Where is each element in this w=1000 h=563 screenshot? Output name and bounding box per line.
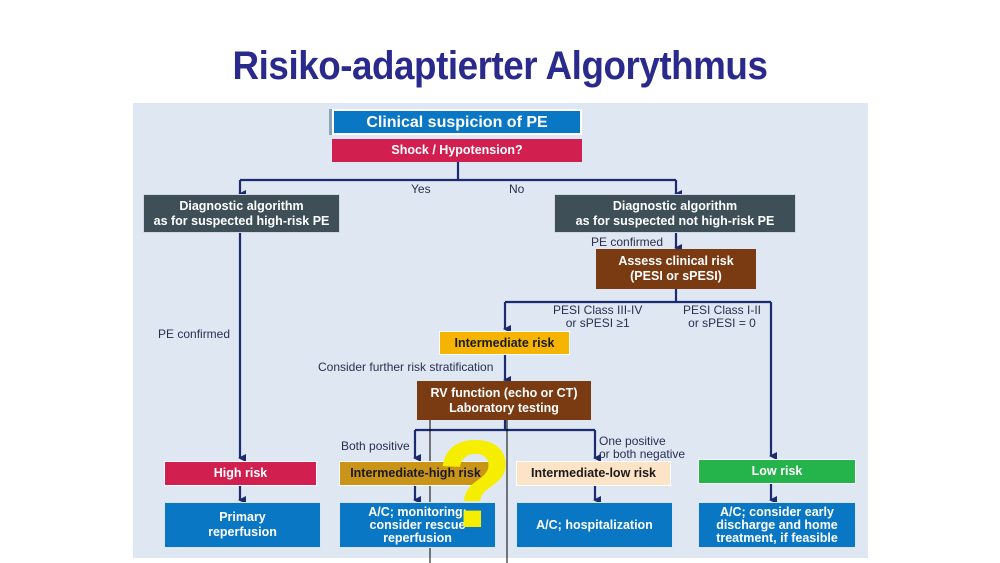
ac-hospitalization-box: A/C; hospitalization — [516, 502, 673, 548]
yes-label: Yes — [411, 182, 431, 196]
question-mark: ? — [437, 416, 513, 554]
assess-clinical-risk-box: Assess clinical risk(PESI or sPESI) — [596, 249, 756, 289]
no-label: No — [509, 182, 525, 196]
pe-confirmed-left-label: PE confirmed — [158, 327, 231, 341]
both-positive-label: Both positive — [341, 439, 410, 453]
further-stratification-label: Consider further risk stratification — [318, 360, 494, 374]
clinical-suspicion-box: Clinical suspicion of PE — [332, 109, 582, 135]
high-risk-box: High risk — [164, 461, 317, 486]
intermediate-high-risk-box: Intermediate-high risk — [339, 461, 492, 486]
page-title: Risiko-adaptierter Algorythmus — [232, 44, 768, 88]
low-risk-box: Low risk — [698, 459, 856, 484]
intermediate-low-risk-box: Intermediate-low risk — [516, 461, 671, 486]
intermediate-risk-box: Intermediate risk — [439, 331, 570, 355]
shock-hypotension-box: Shock / Hypotension? — [332, 139, 582, 162]
rv-function-box: RV function (echo or CT)Laboratory testi… — [417, 381, 591, 420]
pe-confirmed-right-label: PE confirmed — [591, 235, 664, 249]
